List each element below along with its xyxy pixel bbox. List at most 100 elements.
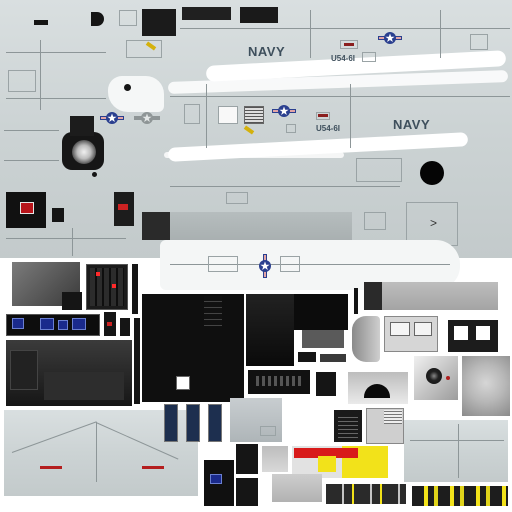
cockpit-console [44, 372, 124, 400]
radome-panel [462, 356, 510, 416]
warning-red [294, 448, 342, 458]
window-pane [390, 322, 410, 336]
warning-light [20, 202, 34, 214]
panel-line [4, 160, 59, 161]
access-panel [364, 212, 386, 230]
pitot-banner [208, 404, 222, 442]
mfd-screen [12, 318, 24, 329]
warning-light [96, 272, 100, 276]
grille-mesh [384, 410, 402, 424]
cockpit-interior-block [142, 294, 244, 402]
rounded-panel [352, 316, 380, 362]
mechanism-detail [256, 376, 302, 386]
gray-block [272, 474, 322, 502]
dark-panel-b [182, 7, 231, 20]
exhaust-port [420, 161, 444, 185]
window-pane [476, 326, 490, 340]
window-pane [414, 322, 432, 336]
panel-line [170, 96, 510, 97]
lower-right-panel [404, 420, 508, 482]
control-box-lights [118, 204, 128, 210]
bracket-part [52, 208, 64, 222]
panel-line [170, 186, 400, 187]
panel-line [72, 228, 73, 256]
mfd-screen [58, 320, 68, 330]
small-dot [92, 172, 97, 177]
panel-line [440, 10, 441, 58]
white-fuselage-stripe-bottom [164, 152, 344, 158]
access-panel [218, 106, 238, 124]
stripe-bar [326, 484, 406, 504]
small-block [316, 372, 336, 396]
seat-back-panel [246, 294, 294, 366]
intake-fan-icon [72, 140, 96, 164]
nozzle-ring-icon [426, 368, 442, 384]
dark-block [236, 478, 258, 506]
access-panel [286, 124, 296, 133]
small-vent [34, 20, 48, 25]
roundel-icon [272, 104, 296, 118]
panel-line [180, 28, 510, 29]
mfd-screen [72, 318, 86, 330]
vertical-strip [134, 318, 140, 404]
panel-line [170, 264, 450, 265]
warning-red [342, 448, 358, 458]
dark-panel-a [142, 9, 176, 36]
canopy-frame [108, 76, 164, 112]
gray-roundel-icon [134, 111, 160, 125]
mfd-screen [40, 318, 54, 330]
access-panel [260, 426, 276, 436]
panel-line [206, 84, 207, 148]
dark-block [236, 444, 258, 474]
belly-sheet [160, 240, 460, 290]
stripe-bar [412, 486, 508, 506]
tail-band-dark [364, 282, 382, 310]
dark-panel-c [240, 7, 278, 23]
instrument-dials [90, 268, 124, 306]
panel-lid [230, 398, 282, 442]
ladder-detail [204, 296, 222, 326]
cockpit-console [10, 350, 38, 390]
vertical-strip [132, 264, 138, 314]
panel-line [310, 10, 311, 58]
roundel-icon [378, 31, 402, 45]
grate-mesh [338, 414, 358, 438]
canopy-latch [124, 84, 131, 91]
panel-line [40, 40, 41, 110]
panel-line [350, 84, 351, 148]
warning-light [112, 284, 116, 288]
window-pane [454, 326, 468, 340]
panel-line [4, 130, 59, 131]
wing-crease [96, 422, 97, 482]
panel-line [410, 440, 504, 441]
engine-intake-top [70, 116, 94, 136]
bureau-number-upper: U54-6I [331, 54, 356, 63]
access-panel [208, 256, 238, 272]
seat-panel [294, 294, 348, 330]
access-panel [226, 192, 248, 204]
side-panel-dark-end [142, 212, 170, 240]
access-panel [119, 10, 137, 26]
side-panel-band [142, 212, 352, 240]
access-panel [362, 52, 376, 62]
panel-line [6, 52, 106, 53]
intake-opening-icon [364, 384, 390, 398]
white-gauge [176, 376, 190, 390]
seat-grey-panel [302, 330, 344, 348]
access-panel [126, 40, 162, 58]
red-vent [344, 43, 354, 46]
wing-stripe-red [142, 466, 164, 469]
access-panel [184, 104, 200, 124]
access-panel [280, 256, 300, 272]
vertical-strip [354, 288, 358, 314]
access-panel [356, 158, 402, 182]
nozzle-dot [446, 376, 450, 380]
small-block [320, 354, 346, 362]
small-block [62, 292, 82, 310]
chevron-right-icon: > [430, 216, 438, 230]
panel-line [6, 238, 126, 239]
pitot-banner [186, 404, 200, 442]
service-marking-upper: NAVY [248, 44, 286, 59]
panel-line [458, 424, 459, 478]
